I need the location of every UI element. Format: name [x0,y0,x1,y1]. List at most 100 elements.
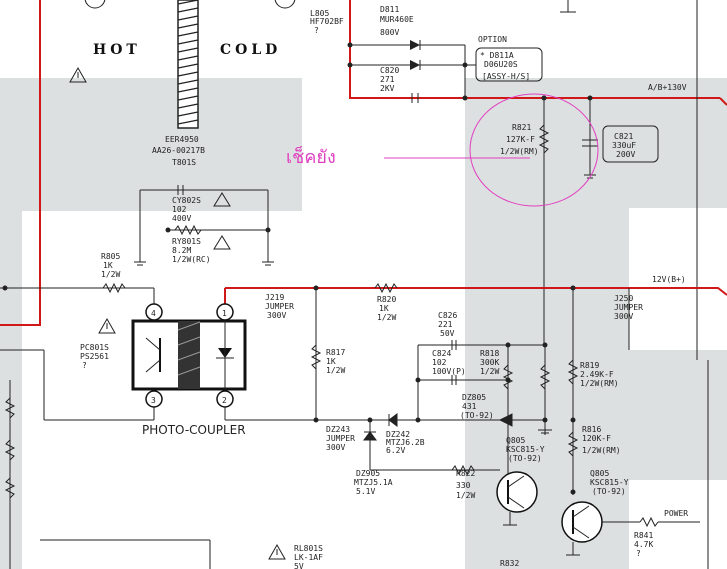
r820-rating: 1/2W [377,313,396,322]
cy-val: 102 [172,205,187,214]
annotation-text: เช็คยัง [286,145,336,168]
r817-rating: 1/2W [326,366,345,375]
dz243-volt: 300V [326,443,345,452]
c821-box [602,125,659,163]
r841-mark: ? [636,549,641,558]
r841-ref: R841 [634,531,653,540]
transformer-code: AA26-00217B [152,146,205,155]
r832-ref: R832 [500,559,519,568]
r818-val: 300K [480,358,499,367]
r805-val: 1K [103,261,113,270]
c824-volt: 100V(P) [432,367,466,376]
dz905-ref: DZ905 [356,469,380,478]
r820-val: 1K [379,304,389,313]
hot-label: HOT [93,42,141,58]
j219-type: JUMPER [265,302,294,311]
pc-pin3: 3 [151,396,156,405]
j219-ref: J219 [265,293,284,302]
r841-val: 4.7K [634,540,653,549]
r820-ref: R820 [377,295,396,304]
left-wiring [0,282,211,569]
r822-ref: R822 [456,469,475,478]
r821-ref: R821 [512,123,531,132]
option-line2: D06U20S [484,60,518,69]
transformer-part: EER4950 [165,135,199,144]
ry-rating: 1/2W(RC) [172,255,211,264]
q805b-part: KSC815-Y [590,478,629,487]
transformer-core [177,0,199,129]
transistor-q805b [561,501,603,556]
r819-val: 2.49K-F [580,370,614,379]
j250-volt: 300V [614,312,633,321]
dz243-ref: DZ243 [326,425,350,434]
d811-ref: D811 [380,5,399,14]
pc-pin4: 4 [151,309,156,318]
pc-mark: ? [82,361,87,370]
r817-ref: R817 [326,348,345,357]
transistor-q805a [496,471,538,526]
d2805-val: 431 [462,402,477,411]
r821-val: 127K-F [506,135,535,144]
pc-pin2: 2 [222,396,227,405]
d811-volt: 800V [380,28,399,37]
cy-ref: CY802S [172,196,201,205]
q805b-pkg: (TO-92) [592,487,626,496]
rail-ab: A/B+130V [648,83,687,92]
r816-rating: 1/2W(RM) [582,446,621,455]
cold-label: COLD [220,42,281,58]
r819-ref: R819 [580,361,599,370]
d2805-pkg: (TO-92) [460,411,494,420]
r817-val: 1K [326,357,336,366]
option-line1: * D811A [480,51,514,60]
dz242-volt: 6.2V [386,446,405,455]
dz242-ref: DZ242 [386,430,410,439]
rl801-volt: 5V [294,562,304,569]
c826-val: 221 [438,320,453,329]
option-label: OPTION [478,35,507,44]
option-line3: [ASSY-H/S] [482,72,530,81]
q805a-part: KSC815-Y [506,445,545,454]
r805-ref: R805 [101,252,120,261]
q805b-ref: Q805 [590,469,609,478]
q805a-pkg: (TO-92) [508,454,542,463]
r805-rating: 1/2W [101,270,120,279]
r816-val: 120K-F [582,434,611,443]
rl801-ref: RL801S [294,544,323,553]
transformer-pins [84,0,296,9]
c821-volt: 200V [616,150,635,159]
r821-rating: 1/2W(RM) [500,147,539,156]
r821-c821 [538,98,598,345]
power-label: POWER [664,509,688,518]
c821-val: 330uF [612,141,636,150]
warning-icon [69,66,286,560]
dz243-type: JUMPER [326,434,355,443]
c821-ref: C821 [614,132,633,141]
dz242-val: MTZJ6.2B [386,438,425,447]
rail-12v: 12V(B+) [652,275,686,284]
q805a-ref: Q805 [506,436,525,445]
r822-val: 330 [456,481,471,490]
r818-rating: 1/2W [480,367,499,376]
d2805-ref: DZ805 [462,393,486,402]
annotation-circle [469,93,599,207]
c820-volt: 2KV [380,84,395,93]
rl801-part: LK-1AF [294,553,323,562]
pc-label: PHOTO-COUPLER [142,423,246,437]
l805-mark: ? [314,26,319,35]
pc-part: PS2561 [80,352,109,361]
d811-val: MUR460E [380,15,414,24]
l805-val: HF702BF [310,17,344,26]
cy-r-network [134,185,274,266]
photo-coupler [131,303,247,408]
c826-volt: 50V [440,329,455,338]
ry-val: 8.2M [172,246,191,255]
top-right-network [0,0,727,326]
rail-12v-wire [225,287,727,296]
l805-ref: L805 [310,9,329,18]
c820-val: 271 [380,75,395,84]
pc-ref: PC801S [80,343,109,352]
dz905-val: MTZJ5.1A [354,478,393,487]
r822-rating: 1/2W [456,491,475,500]
